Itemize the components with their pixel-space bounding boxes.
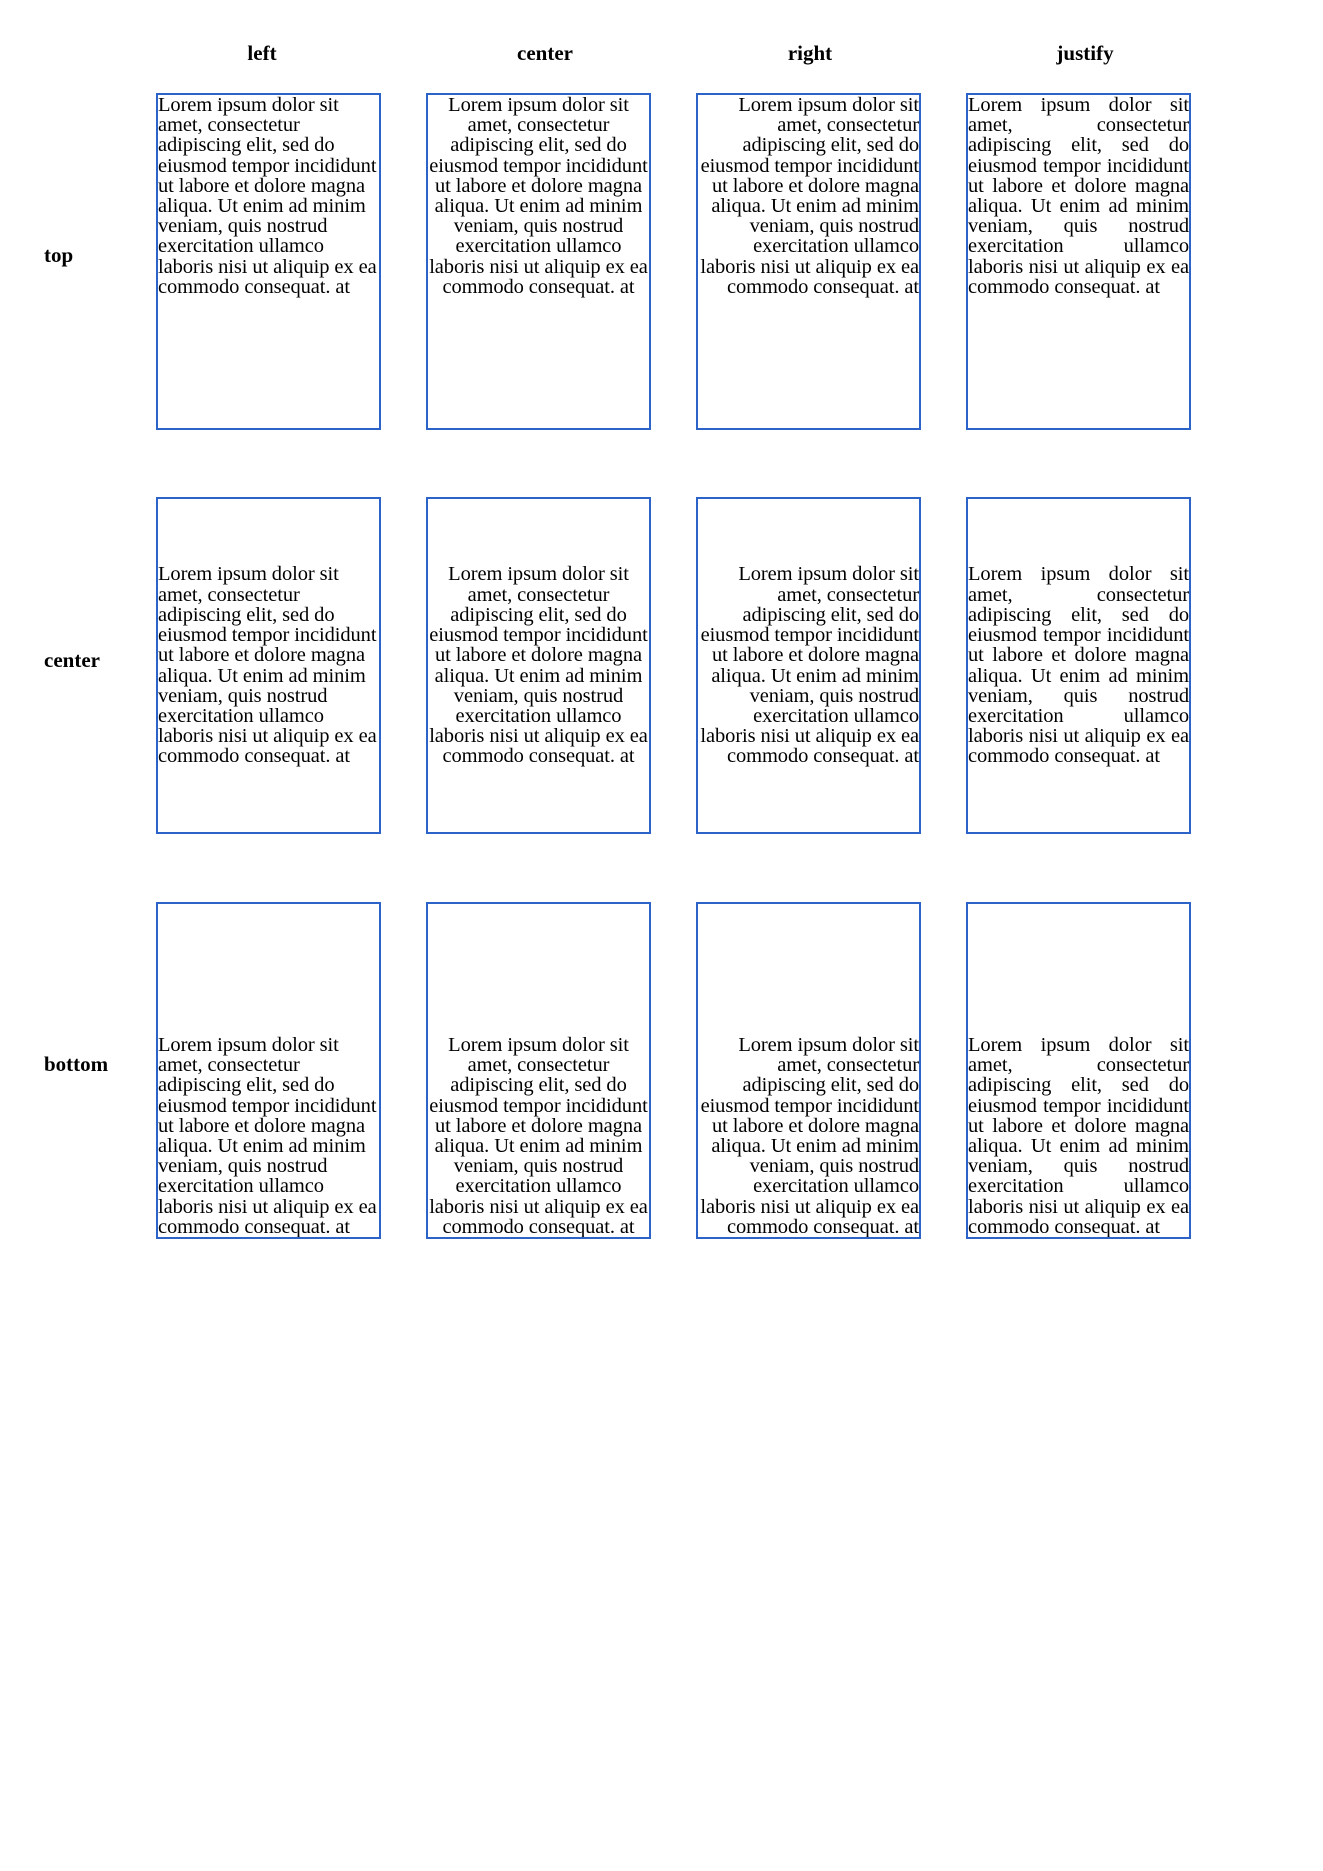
column-header-justify: justify: [1056, 41, 1114, 65]
text-box-center-left: Lorem ipsum dolor sit amet, consectetur …: [156, 497, 381, 834]
column-header-right: right: [787, 41, 833, 65]
text-box-content: Lorem ipsum dolor sit amet, consectetur …: [968, 1033, 1189, 1238]
row-header-center: center: [44, 648, 100, 672]
text-box-top-justify: Lorem ipsum dolor sit amet, consectetur …: [966, 93, 1191, 430]
text-box-center-right: Lorem ipsum dolor sit amet, consectetur …: [696, 497, 921, 834]
text-box-top-center: Lorem ipsum dolor sit amet, consectetur …: [426, 93, 651, 430]
text-box-bottom-right: Lorem ipsum dolor sit amet, consectetur …: [696, 902, 921, 1239]
row-header-bottom: bottom: [44, 1052, 109, 1076]
text-box-content: Lorem ipsum dolor sit amet, consectetur …: [429, 1033, 648, 1238]
text-box-content: Lorem ipsum dolor sit amet, consectetur …: [429, 94, 648, 298]
text-box-top-right: Lorem ipsum dolor sit amet, consectetur …: [696, 93, 921, 430]
text-box-content: Lorem ipsum dolor sit amet, consectetur …: [158, 94, 377, 298]
column-header-center: center: [517, 41, 573, 65]
text-box-content: Lorem ipsum dolor sit amet, consectetur …: [158, 1033, 377, 1238]
text-box-bottom-justify: Lorem ipsum dolor sit amet, consectetur …: [966, 902, 1191, 1239]
text-box-bottom-left: Lorem ipsum dolor sit amet, consectetur …: [156, 902, 381, 1239]
text-box-center-center: Lorem ipsum dolor sit amet, consectetur …: [426, 497, 651, 834]
text-box-content: Lorem ipsum dolor sit amet, consectetur …: [700, 563, 919, 768]
text-box-content: Lorem ipsum dolor sit amet, consectetur …: [158, 563, 377, 768]
column-header-left: left: [247, 41, 277, 65]
text-box-top-left: Lorem ipsum dolor sit amet, consectetur …: [156, 93, 381, 430]
text-box-content: Lorem ipsum dolor sit amet, consectetur …: [700, 94, 919, 298]
row-header-top: top: [44, 243, 74, 267]
text-box-content: Lorem ipsum dolor sit amet, consectetur …: [429, 563, 648, 768]
text-box-content: Lorem ipsum dolor sit amet, consectetur …: [968, 563, 1189, 768]
text-box-content: Lorem ipsum dolor sit amet, consectetur …: [968, 94, 1189, 298]
text-box-center-justify: Lorem ipsum dolor sit amet, consectetur …: [966, 497, 1191, 834]
text-box-content: Lorem ipsum dolor sit amet, consectetur …: [700, 1033, 919, 1238]
text-box-bottom-center: Lorem ipsum dolor sit amet, consectetur …: [426, 902, 651, 1239]
